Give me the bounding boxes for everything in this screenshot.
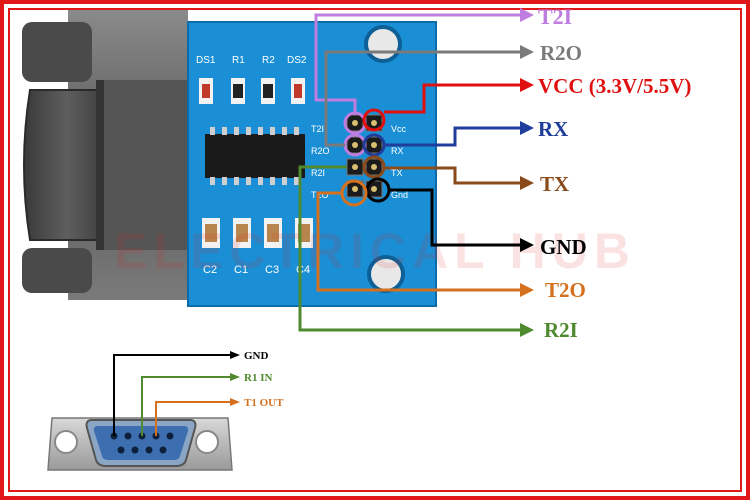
silk-pin-t2i: T2I <box>311 124 324 134</box>
label-tx: TX <box>540 172 569 196</box>
arrow-rx <box>520 121 534 135</box>
top-smd-components <box>199 78 305 104</box>
db9-wire-r1in <box>141 376 232 436</box>
arrow-vcc <box>520 78 534 92</box>
silk-pin-gnd: Gnd <box>391 190 408 200</box>
rs232-module-pcb: DS1 R1 R2 DS2 C2 C1 <box>187 21 437 307</box>
silk-pin-rx: RX <box>391 146 404 156</box>
wire-gnd <box>389 188 522 247</box>
max3232-chip <box>205 127 305 185</box>
arrow-r2o <box>520 45 534 59</box>
db9-female-connector <box>47 417 233 471</box>
label-t2i: T2I <box>538 4 572 29</box>
label-gnd: GND <box>540 235 587 259</box>
wire-r2i <box>298 165 522 332</box>
mounting-hole-top <box>364 25 402 63</box>
wire-tx <box>384 166 522 185</box>
silk-ds1: DS1 <box>196 55 216 66</box>
db9-label-gnd: GND <box>244 350 269 362</box>
label-vcc: VCC (3.3V/5.5V) <box>538 74 691 98</box>
label-r2i: R2I <box>544 318 578 342</box>
silk-pin-r2i: R2I <box>311 168 325 178</box>
module-db9-connector <box>22 10 190 300</box>
silk-c1: C1 <box>234 264 248 276</box>
silk-pin-vcc: Vcc <box>391 124 407 134</box>
db9-label-r1in: R1 IN <box>244 372 272 384</box>
wire-t2o <box>316 191 522 292</box>
watermark: ELECTRICAL HUB <box>114 223 636 279</box>
arrow-r2i <box>520 323 534 337</box>
silk-pin-t2o: T2O <box>311 190 329 200</box>
db9-arrow-gnd <box>230 351 240 359</box>
arrow-t2i <box>520 8 534 22</box>
frame-inner <box>8 8 742 492</box>
db9-wire-gnd <box>113 354 232 436</box>
silk-c2: C2 <box>203 264 217 276</box>
silk-c3: C3 <box>265 264 279 276</box>
label-t2o: T2O <box>545 278 586 302</box>
label-rx: RX <box>538 117 568 141</box>
arrow-gnd <box>520 238 534 252</box>
db9-wire-t1out <box>155 401 232 436</box>
arrow-tx <box>520 176 534 190</box>
silk-pin-tx: TX <box>391 168 403 178</box>
wire-t2i <box>314 13 522 115</box>
db9-arrow-t1out <box>230 398 240 406</box>
silk-r1: R1 <box>232 55 245 66</box>
db9-label-t1out: T1 OUT <box>244 397 284 409</box>
silk-r2: R2 <box>262 55 275 66</box>
label-r2o: R2O <box>540 41 582 65</box>
silk-pin-r2o: R2O <box>311 146 330 156</box>
pin-ring-vcc <box>362 108 386 132</box>
silk-ds2: DS2 <box>287 55 307 66</box>
db9-arrow-r1in <box>230 373 240 381</box>
wire-r2o <box>324 50 522 147</box>
wire-rx <box>384 126 522 147</box>
arrow-t2o <box>520 283 534 297</box>
wire-vcc <box>384 83 522 114</box>
